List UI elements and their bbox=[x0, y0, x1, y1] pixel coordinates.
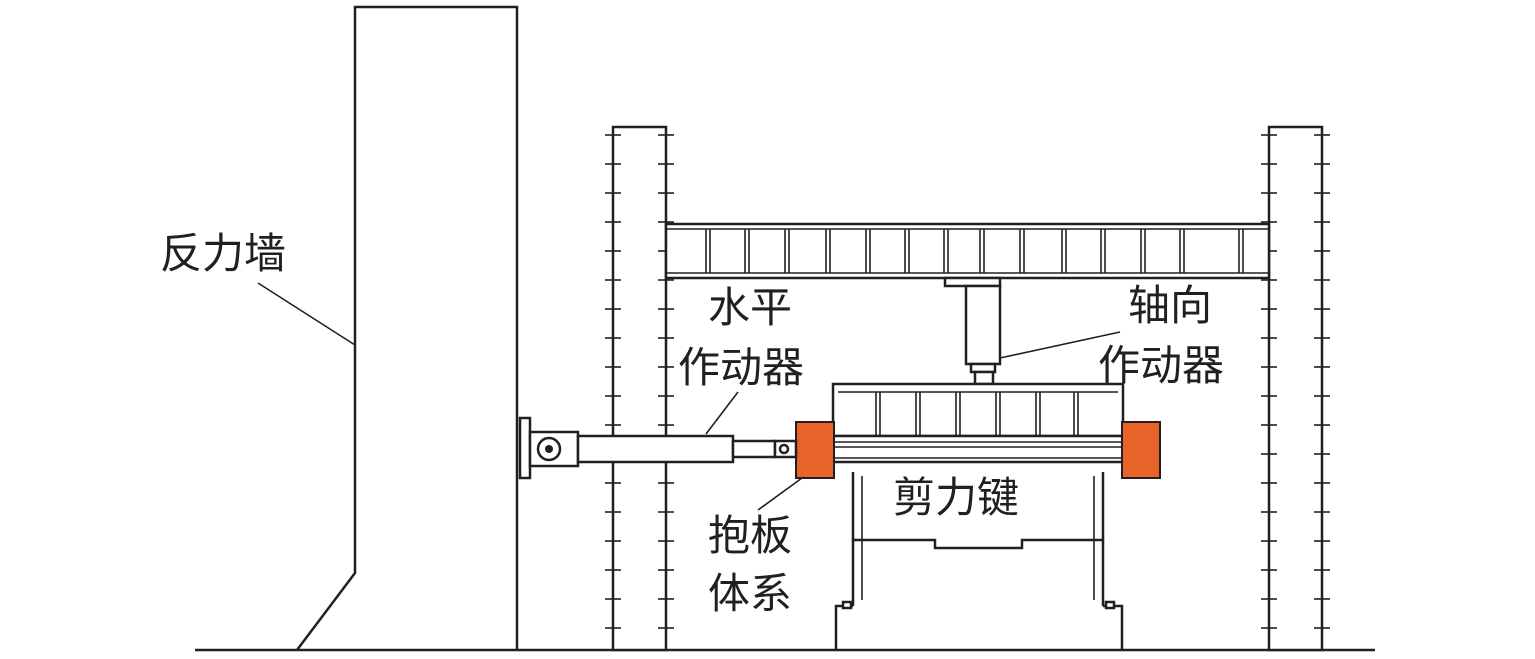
right-column bbox=[1261, 125, 1330, 652]
axial-actuator-label-line2: 作动器 bbox=[1098, 341, 1224, 390]
axial-actuator-label-line1: 轴向 bbox=[1128, 281, 1212, 330]
axial-actuator-leader bbox=[999, 331, 1121, 359]
cap-beam-stiffeners bbox=[875, 392, 1079, 436]
top-beam-stiffeners bbox=[705, 229, 1244, 273]
horizontal-actuator-label-line2: 作动器 bbox=[678, 343, 804, 392]
horizontal-actuator-leader bbox=[705, 391, 739, 435]
horizontal-actuator bbox=[518, 416, 798, 480]
specimen-cap-beam bbox=[831, 382, 1125, 438]
clamp-plate-label-line2: 体系 bbox=[708, 569, 792, 618]
horizontal-actuator-label-line1: 水平 bbox=[708, 283, 792, 332]
clamp-plate-leader bbox=[757, 477, 803, 511]
left-column bbox=[605, 125, 674, 652]
base-pedestal bbox=[834, 472, 1124, 650]
right-column-ticks bbox=[1261, 134, 1330, 629]
reaction-wall-leader bbox=[257, 282, 356, 346]
clamp-plate-left bbox=[795, 421, 835, 479]
clamp-plate-right bbox=[1121, 421, 1161, 479]
reaction-wall bbox=[296, 5, 519, 651]
shear-key-label: 剪力键 bbox=[893, 473, 1019, 522]
reaction-wall-label: 反力墙 bbox=[160, 229, 286, 278]
top-beam bbox=[664, 222, 1271, 280]
specimen-body bbox=[831, 434, 1127, 464]
axial-actuator bbox=[943, 276, 1002, 386]
clamp-plate-label-line1: 抱板 bbox=[708, 511, 792, 560]
